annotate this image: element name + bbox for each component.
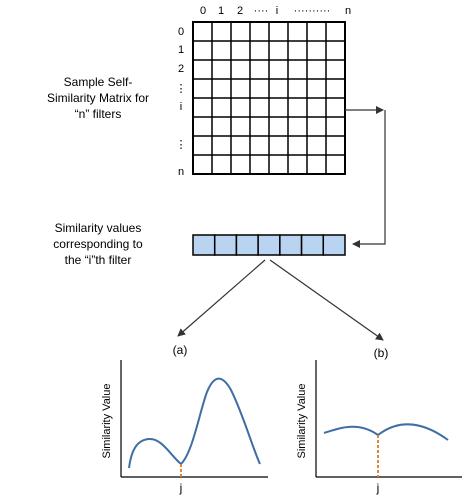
- vector-description-line-3: the “i”th filter: [64, 253, 132, 267]
- vector-cell: [300, 234, 325, 256]
- plot-a-marker-label: j: [179, 481, 183, 495]
- branch-arrow-b: [269, 259, 384, 341]
- col-label-0: 0: [200, 5, 206, 17]
- row-label-2: 2: [178, 63, 184, 75]
- to-vector-arrow: [352, 110, 386, 248]
- plot-b: Similarity Value j: [296, 360, 462, 495]
- plot-a-y-axis-title: Similarity Value: [101, 384, 113, 459]
- row-label-0: 0: [178, 26, 184, 38]
- vector-cell: [213, 234, 238, 256]
- vector-description-line-2: corresponding to: [53, 237, 143, 251]
- matrix-column-labels: 0 1 2 ···· i ·········· n: [200, 5, 351, 17]
- vector-cell: [192, 234, 216, 256]
- plot-b-marker-label: j: [376, 481, 380, 495]
- matrix-description-line-1: Sample Self-: [63, 75, 133, 89]
- vector-cell: [279, 234, 303, 256]
- matrix-description-line-2: Similarity Matrix for: [46, 91, 149, 105]
- similarity-vector: [192, 234, 346, 256]
- row-label-vdots-2: ⋮: [176, 139, 187, 151]
- col-label-dots-1: ····: [254, 5, 269, 17]
- col-label-dots-2: ··········: [294, 5, 331, 17]
- plot-b-curve: [323, 423, 449, 441]
- matrix-row-labels: 0 1 2 ⋮ i ⋮ n: [176, 26, 187, 178]
- branch-arrow-a: [177, 259, 266, 337]
- row-to-vector-connector: [345, 106, 386, 248]
- vector-description-line-1: Similarity values: [54, 221, 142, 235]
- vector-cell: [322, 234, 346, 256]
- matrix-description: Sample Self- Similarity Matrix for “n” f…: [18, 74, 178, 122]
- vector-description: Similarity values corresponding to the “…: [18, 220, 178, 268]
- branch-label-b: (b): [374, 346, 389, 360]
- matrix-description-line-3: “n” filters: [74, 107, 122, 121]
- vector-cell: [257, 234, 281, 256]
- matrix-grid: [192, 21, 346, 175]
- vector-cell: [235, 234, 259, 256]
- similarity-matrix: 0 1 2 ···· i ·········· n 0 1 2 ⋮ i ⋮ n: [176, 5, 352, 178]
- col-label-i: i: [276, 5, 278, 17]
- col-label-2: 2: [237, 5, 243, 17]
- row-label-1: 1: [178, 44, 184, 56]
- plot-a: Similarity Value j: [101, 360, 268, 495]
- plot-b-y-axis-title: Similarity Value: [296, 384, 308, 459]
- col-label-n: n: [345, 5, 351, 17]
- col-label-1: 1: [218, 5, 224, 17]
- row-label-n: n: [178, 166, 184, 178]
- row-label-i: i: [180, 101, 182, 113]
- plot-a-curve: [128, 377, 261, 469]
- row-label-vdots-1: ⋮: [176, 83, 187, 95]
- branch-label-a: (a): [173, 343, 188, 357]
